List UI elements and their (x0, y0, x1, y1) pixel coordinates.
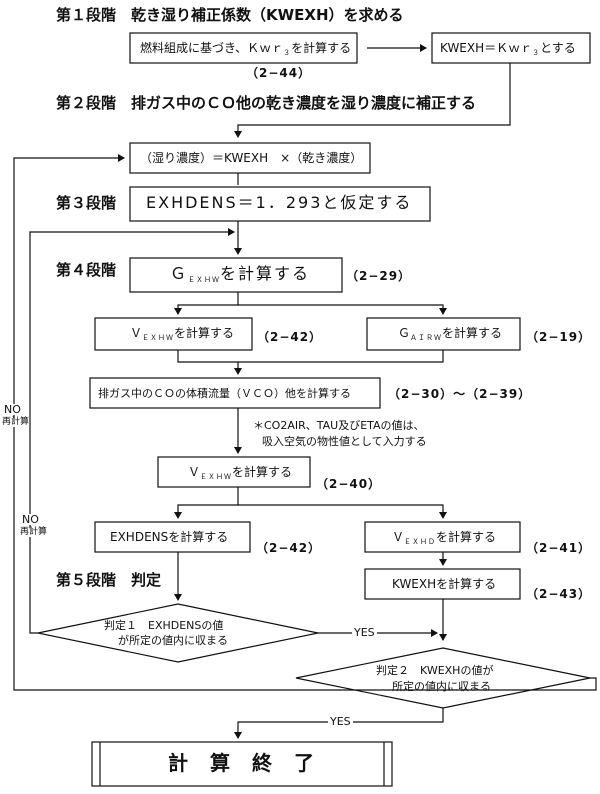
connector-gairw-merge (238, 350, 444, 363)
calculation-end-label: 計算終了 (168, 751, 336, 775)
decision1-line2: が所定の値内に収まる (118, 634, 228, 647)
yes-label-2: YES (328, 715, 353, 728)
ref-2-44: （2−44） (246, 66, 312, 80)
connector-kwexh-to-wet (234, 63, 511, 138)
exhdens-calc-box-frame (94, 521, 251, 553)
ref-2-40: （2−40） (316, 477, 382, 491)
gexhw-label: ＧＥＸＨＷを計算する (170, 264, 311, 284)
fuel-box-frame (129, 32, 358, 64)
loop-no-decision2 (13, 154, 597, 691)
yes-label-1: YES (352, 626, 377, 639)
vexhd-label: ＶＥＸＨＤを計算する (392, 530, 497, 546)
vexhw-label: ＶＥＸＨＷを計算する (130, 326, 235, 342)
decision2-diamond (295, 647, 591, 709)
note-line2: 吸入空気の物性値として入力する (262, 435, 427, 448)
decision2-line1: 判定２ KWEXHの値が (376, 664, 494, 677)
recalc-label-2: 再計算 (20, 527, 48, 537)
note-line1: ＊CO2AIR、TAU及びETAの値は、 (253, 419, 425, 432)
vexhw2-label: ＶＥＸＨＷを計算する (188, 465, 293, 481)
connector-vexhw-merge (177, 350, 238, 363)
wet-conversion-label: （湿り濃度）＝KWEXH ×（乾き濃度） (140, 151, 363, 165)
vexhw-box-frame (94, 317, 253, 351)
loop-no-decision1 (29, 228, 235, 634)
connector-gexhw-split-right (238, 304, 447, 315)
no-label-1: NO (4, 403, 21, 416)
gexhw-box-frame (129, 257, 343, 293)
ref-2-30-2-39: （2−30）〜（2−39） (388, 387, 532, 401)
connector-vexhw2-split-right (238, 504, 447, 519)
ref-2-19: （2−19） (526, 330, 592, 344)
assume-box-frame (129, 186, 431, 222)
decision2-line2: 所定の値内に収まる (392, 680, 491, 693)
kwexh-calc-label: KWEXHを計算する (392, 577, 497, 591)
ref-2-42-b: （2−42） (256, 541, 322, 555)
stage2-heading: 第２段階 排ガス中のＣＯ他の乾き濃度を湿り濃度に補正する (56, 94, 477, 112)
end-box-outer (91, 741, 393, 787)
decision1-diamond (37, 603, 319, 663)
decision1-line1: 判定１ EXHDENSの値 (104, 619, 224, 632)
gairw-label: ＧＡＩＲＷを計算する (398, 326, 503, 342)
ref-2-29: （2−29） (346, 269, 412, 283)
connector-gexhw-split (174, 292, 239, 315)
vexhw2-box-frame (157, 456, 311, 488)
kwexh-set-box-frame (431, 32, 591, 64)
ref-2-43: （2−43） (526, 587, 592, 601)
fuel-box-label: 燃料組成に基づき、Ｋｗｒ３を計算する (140, 41, 352, 57)
kwexh-set-label: KWEXH＝Ｋｗｒ３とする (440, 41, 576, 57)
stage4-heading: 第４段階 (56, 261, 117, 279)
no-label-2: NO (22, 513, 39, 526)
exhdens-assume-label: EXHDENS＝1．293と仮定する (146, 193, 413, 212)
vco-label: 排ガス中のＣＯの体積流量（ＶＣＯ）他を計算する (98, 387, 351, 400)
recalc-label-1: 再計算 (2, 417, 30, 427)
stage1-heading: 第１段階 乾き湿り補正係数（KWEXH）を求める (56, 6, 404, 24)
ref-2-41: （2−41） (526, 541, 592, 555)
wet-box-frame (129, 142, 371, 174)
ref-2-42-a: （2−42） (257, 330, 323, 344)
connector-vexhw2-split (174, 487, 239, 519)
exhdens-calc-label: EXHDENSを計算する (110, 530, 229, 544)
stage5-heading: 第５段階 判定 (56, 571, 162, 589)
stage3-heading: 第３段階 (56, 194, 117, 212)
vco-box-frame (89, 377, 381, 409)
